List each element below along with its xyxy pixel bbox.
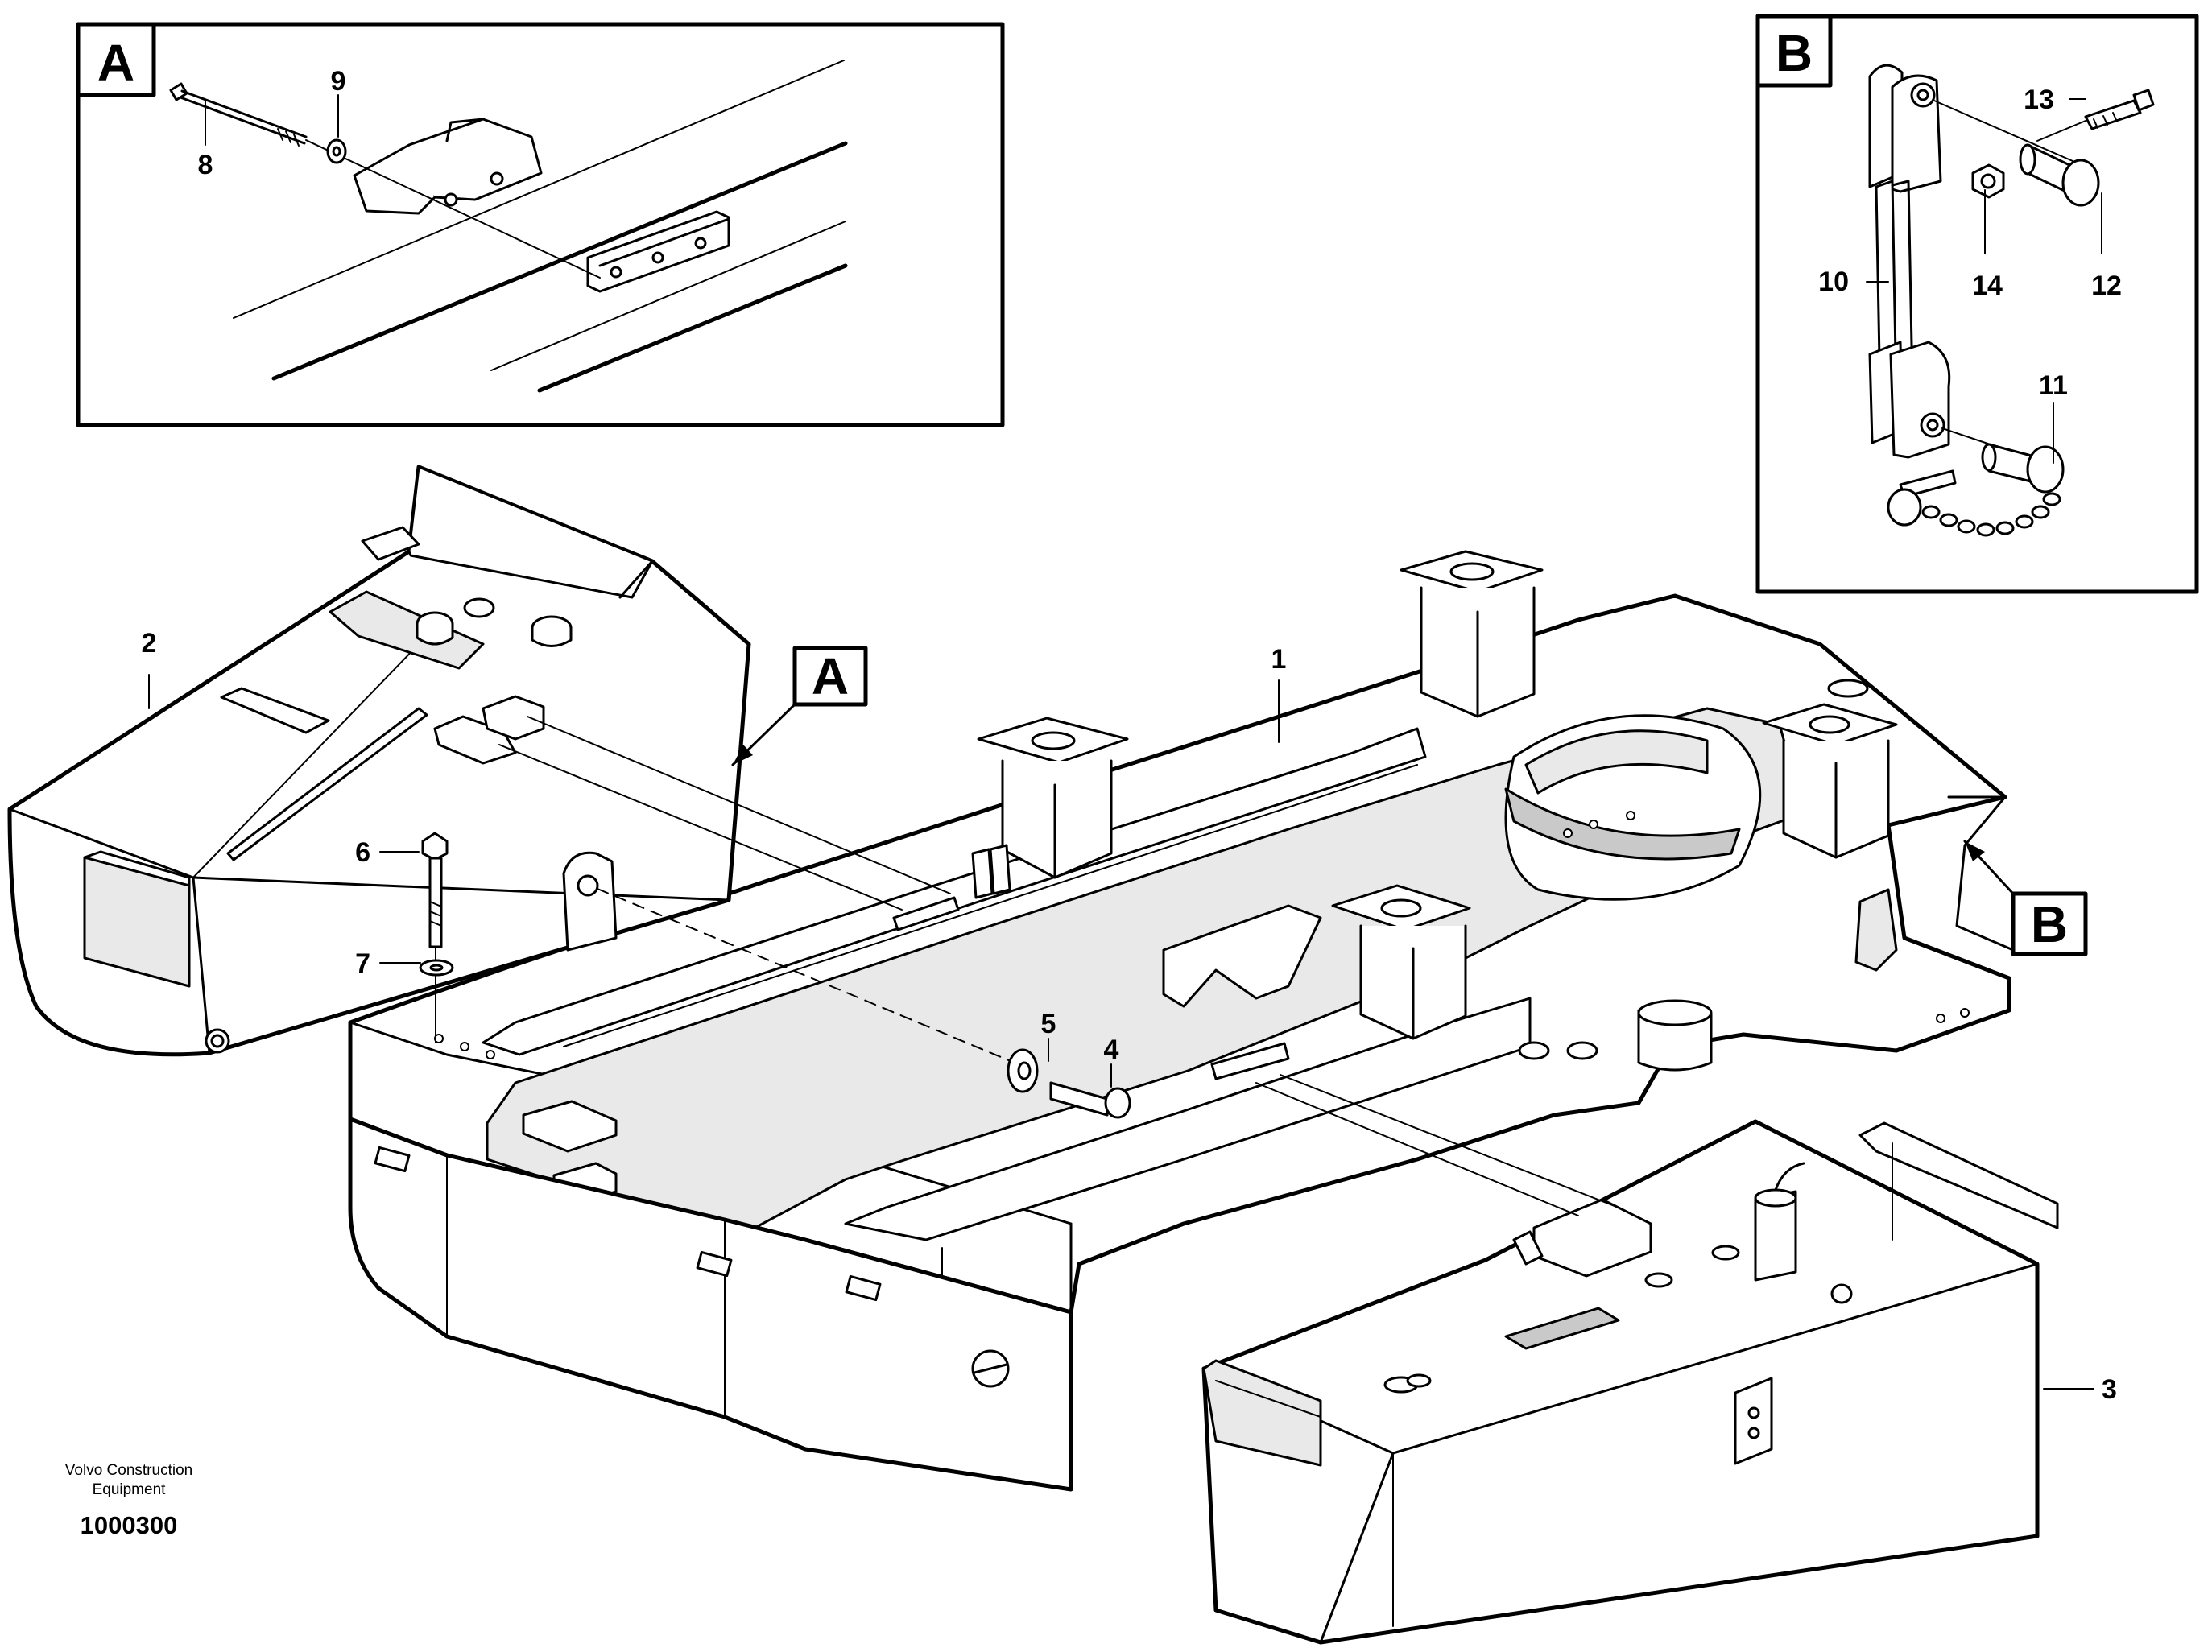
- callout-14: 14: [1972, 271, 2003, 301]
- left-tank: [7, 465, 1011, 1062]
- upright-posts: [977, 550, 1898, 1040]
- callout-10: 10: [1818, 266, 1849, 297]
- detail-b-tag: [1755, 14, 1833, 88]
- callout-8: 8: [198, 150, 213, 180]
- fasteners: [379, 832, 1131, 1119]
- callout-4: 4: [1104, 1035, 1119, 1065]
- detail-a-tag: [76, 22, 156, 97]
- callout-5: 5: [1041, 1009, 1056, 1039]
- callout-1: 1: [1271, 644, 1287, 675]
- detail-b-inset: B: [1755, 14, 2199, 594]
- callout-11: 11: [2039, 370, 2068, 401]
- callout-9: 9: [331, 66, 346, 97]
- detail-a-inset: A: [76, 22, 1005, 427]
- detail-a-drawing: [169, 60, 848, 393]
- callout-13: 13: [2024, 85, 2054, 115]
- detail-a-tag-label: A: [97, 34, 134, 92]
- callout-6: 6: [355, 837, 370, 868]
- detail-a-reference-label: A: [812, 647, 849, 705]
- callout-3: 3: [2102, 1374, 2117, 1405]
- right-tank: [1201, 1074, 2094, 1645]
- credit-line-2: Equipment: [93, 1481, 167, 1498]
- document-number: 1000300: [81, 1511, 178, 1539]
- detail-b-reference-label: B: [2031, 895, 2068, 953]
- callout-2: 2: [142, 628, 157, 659]
- frame-assembly: [348, 550, 2015, 1492]
- detail-a-reference: [731, 646, 868, 766]
- callout-12: 12: [2091, 271, 2122, 301]
- detail-b-tag-label: B: [1776, 24, 1813, 82]
- detail-b-reference: [1963, 840, 2088, 956]
- callout-7: 7: [355, 948, 370, 979]
- detail-b-drawing: [1866, 64, 2155, 537]
- credit-line-1: Volvo Construction: [65, 1462, 192, 1479]
